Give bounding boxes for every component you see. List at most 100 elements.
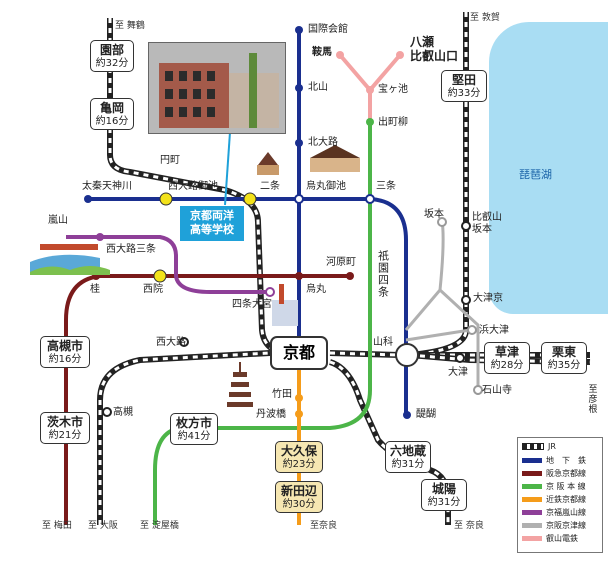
station-label-takatsuki: 高槻	[113, 407, 133, 418]
station-label-daigo: 醍醐	[416, 409, 436, 420]
station-label-kokusai: 国際会館	[308, 24, 348, 35]
station-label-sakamoto: 坂本	[424, 209, 444, 220]
legend-item: 叡山電鉄	[522, 533, 578, 544]
station-label-yamashina: 山科	[373, 337, 393, 348]
school-name-line1: 京都両洋	[190, 209, 234, 222]
direction-hikone: 至彦根	[586, 384, 597, 414]
school-name-line2: 高等学校	[190, 223, 234, 237]
station-box-hirakatashi: 枚方市 約41分	[170, 413, 218, 445]
yamashina-hub	[395, 343, 419, 367]
station-label-ishiyamadera: 石山寺	[482, 385, 512, 396]
yase-line2: 比叡山口	[410, 48, 459, 63]
station-name: 城陽	[431, 482, 456, 496]
station-label-karasuma-oike: 烏丸御池	[306, 181, 346, 192]
station-label-demachi: 出町柳	[378, 117, 408, 128]
arashiyama-bridge-illustration	[30, 244, 110, 275]
station-label-nishioji-sanjo: 西大路三条	[106, 244, 156, 255]
station-label-sanjo: 三条	[376, 181, 396, 192]
legend-item: 近鉄京都線	[522, 494, 586, 505]
travel-time: 約16分	[95, 116, 129, 127]
station-name: 大久保	[280, 444, 317, 458]
station-box-rokujizo: 六地蔵 約31分	[385, 441, 431, 473]
keihan-line	[153, 120, 372, 525]
station-label-enmachi: 円町	[160, 155, 180, 166]
station-label-otsu: 大津	[448, 367, 468, 378]
station-label-uzumasa: 太秦天神川	[82, 181, 132, 192]
travel-time: 約21分	[48, 430, 82, 441]
travel-time: 約32分	[95, 58, 129, 69]
station-label-karasuma: 烏丸	[306, 284, 326, 295]
landmark-illustrations	[227, 145, 360, 407]
direction-osaka: 至 大阪	[88, 521, 118, 531]
travel-time: 約31分	[391, 459, 425, 470]
station-name: 茨木市	[46, 415, 83, 429]
legend-item: 京福嵐山線	[522, 507, 586, 518]
station-label-otsukyo: 大津京	[473, 293, 503, 304]
station-dots	[84, 26, 483, 419]
direction-maizuru: 至 舞鶴	[115, 21, 145, 31]
travel-time: 約35分	[547, 360, 581, 371]
station-box-okubo: 大久保 約23分	[275, 441, 323, 473]
station-name: 栗東	[551, 345, 576, 359]
travel-time: 約23分	[282, 459, 316, 470]
station-label-tambabashi: 丹波橋	[256, 409, 286, 420]
station-label-yase: 八瀬 比叡山口	[410, 35, 459, 64]
station-box-ritto: 栗東 約35分	[541, 342, 587, 374]
map-legend: JR 地 下 鉄 阪急京都線 京 阪 本 線 近鉄京都線 京福嵐山線 京阪京津線…	[517, 437, 603, 553]
direction-nara-jr: 至 奈良	[454, 521, 484, 531]
station-label-hamaotsu: 浜大津	[479, 325, 509, 336]
station-name: 堅田	[451, 73, 476, 87]
station-box-katata: 堅田 約33分	[441, 70, 487, 102]
hieizan-sakamoto-line1: 比叡山	[472, 212, 502, 223]
station-label-nijo: 二条	[260, 181, 280, 192]
station-label-gion-shijo: 祇園四条	[376, 250, 390, 298]
keifuku-line	[66, 235, 268, 294]
travel-time: 約31分	[427, 497, 461, 508]
travel-time: 約30分	[282, 499, 316, 510]
station-label-shijo-omiya: 四条大宮	[232, 299, 272, 310]
station-box-kameoka: 亀岡 約16分	[90, 98, 134, 130]
station-label-kawaramachi: 河原町	[326, 257, 356, 268]
station-box-shintanabe: 新田辺 約30分	[275, 481, 323, 513]
station-label-kitayama: 北山	[308, 82, 328, 93]
direction-umeda: 至 梅田	[42, 521, 72, 531]
legend-item: JR	[522, 442, 556, 453]
station-box-joyo: 城陽 約31分	[421, 479, 467, 511]
legend-item: 阪急京都線	[522, 468, 586, 479]
direction-yodoyabashi: 至 淀屋橋	[140, 521, 179, 531]
station-label-hieizan-sakamoto: 比叡山 坂本	[472, 212, 502, 236]
legend-item: 京 阪 本 線	[522, 481, 586, 492]
station-label-nishioji: 西大路	[156, 337, 186, 348]
kyoto-station: 京都	[270, 336, 328, 370]
station-name: 枚方市	[175, 416, 212, 430]
legend-item: 京阪京津線	[522, 520, 586, 531]
school-label: 京都両洋 高等学校	[180, 206, 244, 241]
station-name: 新田辺	[280, 484, 317, 498]
station-label-katsura: 桂	[90, 284, 100, 295]
hieizan-sakamoto-line2: 坂本	[472, 224, 492, 235]
station-label-kurama: 鞍馬	[312, 47, 332, 58]
station-label-saiin: 西院	[143, 284, 163, 295]
station-box-takatsukishi: 高槻市 約16分	[40, 336, 90, 368]
travel-time: 約28分	[490, 360, 524, 371]
station-name: 園部	[99, 43, 124, 57]
station-name: 草津	[494, 345, 519, 359]
station-box-sonobe: 園部 約32分	[90, 40, 134, 72]
travel-time: 約33分	[447, 88, 481, 99]
station-label-nishioji-oike: 西大路御池	[168, 181, 218, 192]
direction-nara-kintetsu: 至奈良	[310, 521, 338, 531]
station-name: 六地蔵	[389, 444, 426, 458]
travel-time: 約16分	[48, 354, 82, 365]
station-label-takaragaike: 宝ヶ池	[378, 84, 408, 95]
station-box-kusatsu: 草津 約28分	[484, 342, 530, 374]
station-name: 亀岡	[99, 101, 124, 115]
station-label-takeda: 竹田	[272, 389, 292, 400]
station-label-kitaoji: 北大路	[308, 137, 338, 148]
yase-line1: 八瀬	[410, 35, 435, 49]
lake-biwa: 琵琶湖	[489, 22, 608, 314]
station-name: 高槻市	[46, 339, 83, 353]
school-photo	[148, 42, 286, 134]
station-box-ibarakishi: 茨木市 約21分	[40, 412, 90, 444]
legend-item: 地 下 鉄	[522, 455, 586, 466]
